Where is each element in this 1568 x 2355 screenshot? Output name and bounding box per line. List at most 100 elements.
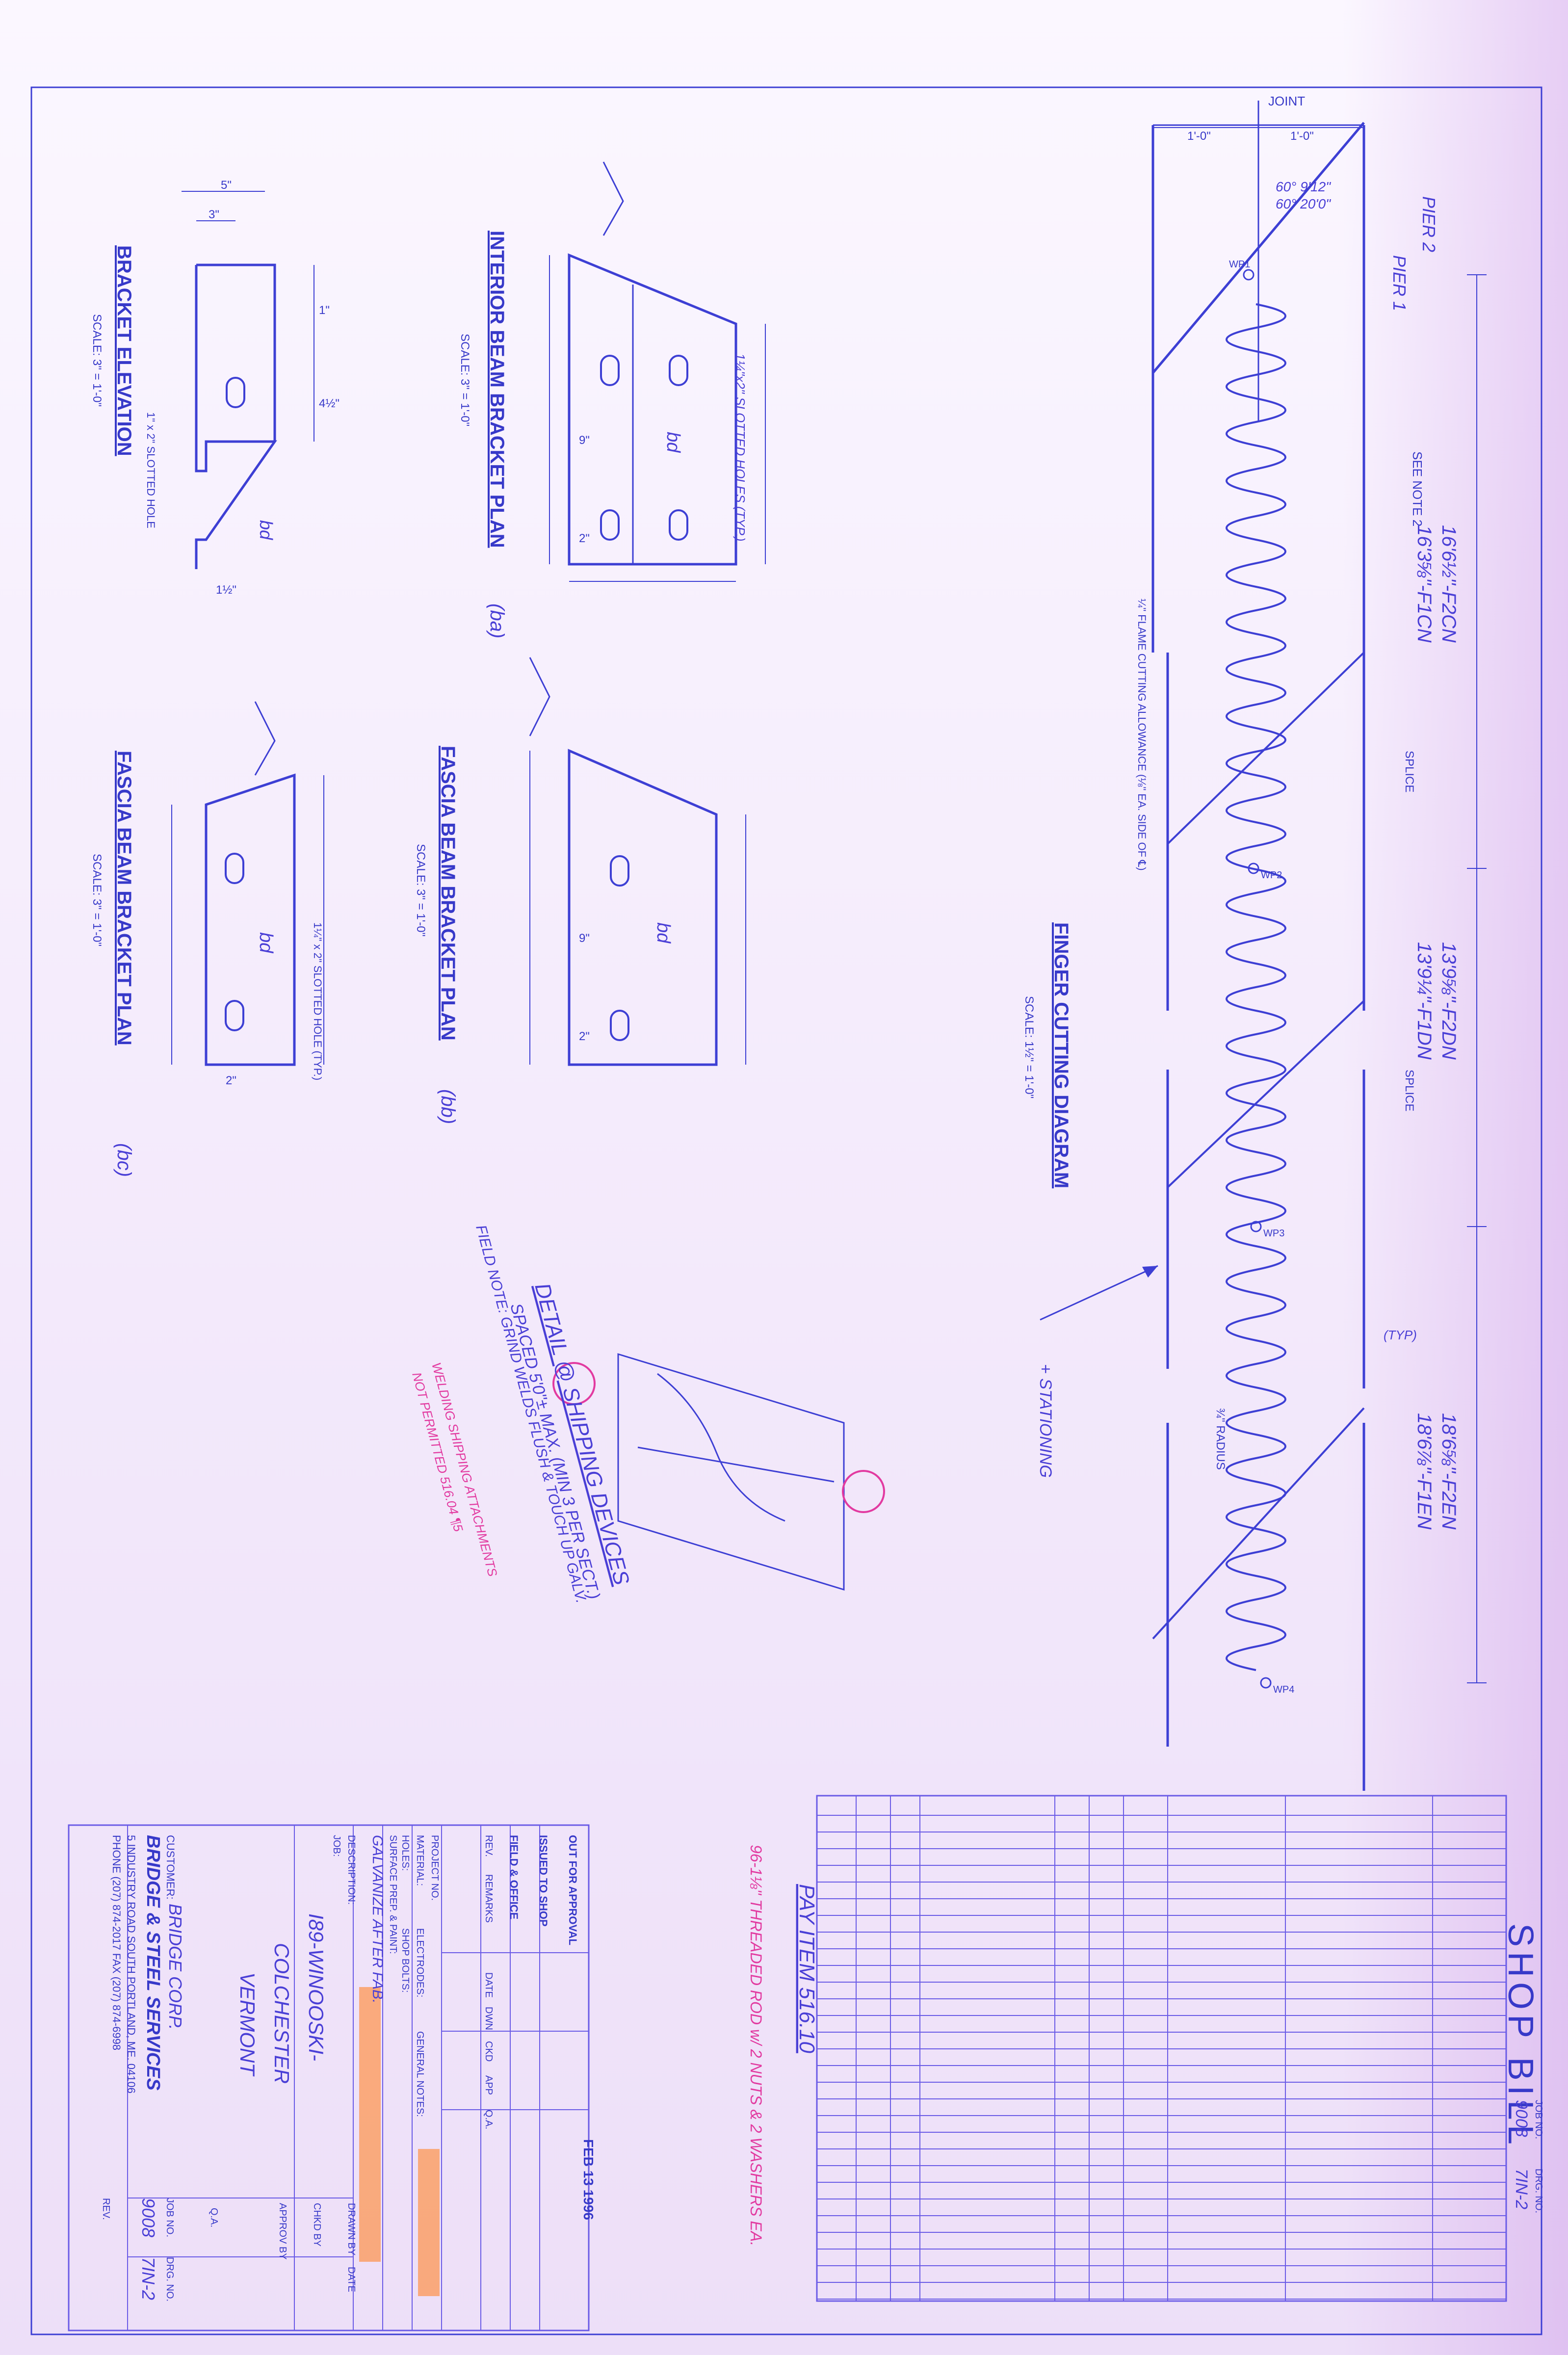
- block-job-no: 9008: [138, 2198, 158, 2237]
- red-callout-2: [842, 1470, 885, 1513]
- see-note-2: SEE NOTE 2: [1410, 451, 1425, 526]
- finger-cutting-scale: SCALE: 1½" = 1'-0": [1022, 996, 1036, 1099]
- surface-label: SURFACE PREP. & PAINT:: [388, 1835, 398, 1954]
- shop-bill-title: SHOP BILL: [1501, 1923, 1540, 2149]
- description-highlight: [359, 1987, 381, 2262]
- radius-label: ¾" RADIUS: [1214, 1408, 1227, 1470]
- corner-title: JOB NO. 9008 DRG. NO. 7IN-2: [1512, 2100, 1544, 2213]
- customer-label: CUSTOMER:: [164, 1835, 177, 1900]
- rev-header-app: APP: [483, 2075, 494, 2095]
- rev-header-dwn: DWN: [483, 2007, 494, 2030]
- interior-bracket-tag: (ba): [486, 603, 508, 638]
- pier-1-label: PIER 1: [1389, 255, 1410, 311]
- company-name: BRIDGE & STEEL SERVICES: [143, 1835, 163, 2091]
- interior-bracket-title: INTERIOR BEAM BRACKET PLAN: [486, 231, 508, 548]
- shop-bolts-label: SHOP BOLTS:: [400, 1928, 411, 1993]
- angle-pier2: 60° 9'12": [1276, 179, 1331, 194]
- corner-drg-label: DRG. NO.: [1533, 2169, 1544, 2213]
- bracket-dim-1: 1": [319, 304, 330, 317]
- fascia-bc-mark: bd: [256, 932, 276, 954]
- project-no-label: PROJECT NO.: [429, 1835, 440, 1901]
- project-highlight: [418, 2149, 440, 2296]
- fascia-bc-hole-note: 1¼" x 2" SLOTTED HOLE (TYP.): [312, 922, 324, 1080]
- seg2-length: 13'9⅝"-F2DN: [1438, 942, 1460, 1060]
- material-label: MATERIAL:: [415, 1835, 425, 1886]
- fascia-bb-tag: (bb): [437, 1089, 459, 1124]
- paper-discoloration: [1342, 0, 1568, 2355]
- splice-label-2: SPLICE: [1403, 1070, 1416, 1111]
- fascia-bb-dim-9: 9": [579, 932, 590, 945]
- interior-bracket-view: INTERIOR BEAM BRACKET PLAN (ba) SCALE: 3…: [458, 161, 766, 638]
- seg3-length-b: 18'6⅞"-F1EN: [1413, 1413, 1435, 1530]
- approv-by-label: APPROV BY: [277, 2203, 288, 2260]
- chkd-by-label: CHKD BY: [312, 2203, 322, 2247]
- interior-mark-bd: bd: [663, 432, 683, 453]
- rev-header-rev: REV.: [483, 1835, 494, 1857]
- issued-to-shop: ISSUED TO SHOP: [537, 1835, 549, 1927]
- interior-dim-9: 9": [579, 434, 590, 447]
- block-rev-label: REV.: [101, 2198, 111, 2220]
- wp4-label: WP4: [1273, 1684, 1294, 1695]
- general-notes-label: GENERAL NOTES:: [415, 2031, 425, 2117]
- field-office: FIELD & OFFICE: [508, 1835, 520, 1919]
- fascia-bb-mark: bd: [653, 922, 674, 944]
- fascia-bc-title: FASCIA BEAM BRACKET PLAN: [113, 751, 135, 1046]
- electrodes-label: ELECTRODES:: [415, 1928, 425, 1997]
- description-label: DESCRIPTION:: [346, 1835, 357, 1905]
- wp2-label: WP2: [1261, 870, 1282, 881]
- bracket-mark-bd: bd: [256, 520, 276, 540]
- fascia-bb-dim-2: 2": [579, 1030, 590, 1043]
- wp3-label: WP3: [1263, 1228, 1284, 1239]
- interior-bracket-scale: SCALE: 3" = 1'-0": [458, 334, 471, 426]
- angle-pier1: 60° 20'0": [1276, 196, 1331, 211]
- customer-name: BRIDGE CORP.: [165, 1904, 185, 2030]
- fascia-bc-tag: (bc): [113, 1143, 135, 1177]
- wp1-label: WP1: [1229, 259, 1250, 270]
- bracket-elevation-title: BRACKET ELEVATION: [113, 245, 135, 456]
- interior-hole-note: 1¼"x2" SLOTTED HOLES (TYP.): [733, 353, 748, 542]
- stationing-label: + STATIONING: [1036, 1364, 1055, 1478]
- seg2-length-b: 13'9¼"-F1DN: [1413, 942, 1435, 1060]
- rev-header-date: DATE: [483, 1972, 494, 1998]
- bracket-elevation-scale: SCALE: 3" = 1'-0": [90, 314, 104, 407]
- bracket-elevation-view: BRACKET ELEVATION SCALE: 3" = 1'-0" 1" x…: [90, 179, 340, 597]
- fascia-bb-title: FASCIA BEAM BRACKET PLAN: [437, 746, 459, 1041]
- out-for-approval: OUT FOR APPROVAL: [567, 1835, 579, 1945]
- threaded-rod-note: 96-1⅛" THREADED ROD w/ 2 NUTS & 2 WASHER…: [747, 1845, 765, 2246]
- typ-label: (TYP): [1384, 1328, 1417, 1342]
- joint-label: JOINT: [1268, 94, 1305, 108]
- bracket-dim-4half: 4½": [319, 397, 340, 410]
- bracket-dim-1half: 1½": [216, 583, 236, 597]
- rev-header-remarks: REMARKS: [483, 1874, 494, 1923]
- bracket-elevation-hole-note: 1" x 2" SLOTTED HOLE: [145, 412, 157, 528]
- qa-label: Q.A.: [209, 2208, 219, 2227]
- bracket-dim-3: 3": [209, 208, 219, 221]
- date-label: DATE: [346, 2267, 357, 2292]
- drawn-by-label: DRAWN BY: [346, 2203, 357, 2255]
- corner-job-no: 9008: [1512, 2100, 1531, 2137]
- title-block: OUT FOR APPROVAL ISSUED TO SHOP FIELD & …: [68, 1824, 596, 2331]
- fascia-bracket-bb-view: FASCIA BEAM BRACKET PLAN (bb) SCALE: 3" …: [414, 657, 746, 1124]
- block-job-label: JOB NO.: [164, 2198, 175, 2237]
- seg1-length-b: 16'3⅝"-F1CN: [1413, 525, 1435, 643]
- pier-2-label: PIER 2: [1419, 196, 1439, 252]
- job-line-1: I89-WINOOSKI-: [305, 1913, 328, 2061]
- dim-left: 1'-0": [1187, 130, 1211, 143]
- slotted-hole: [600, 355, 688, 541]
- company-phone: PHONE (207) 874-2017 FAX (207) 874-6998: [110, 1835, 123, 2050]
- fascia-bb-scale: SCALE: 3" = 1'-0": [414, 844, 427, 937]
- job-line-2: COLCHESTER: [270, 1943, 293, 2084]
- corner-job-label: JOB NO.: [1533, 2100, 1544, 2139]
- shipping-detail-view: DETAIL @ SHIPPING DEVICES SPACED 5'0"± M…: [409, 1223, 885, 1605]
- received-stamp: FEB 13 1996: [581, 2139, 596, 2220]
- block-drg-label: DRG. NO.: [164, 2257, 175, 2302]
- rev-header-ckd: CKD: [483, 2041, 494, 2062]
- finger-cutting-title: FINGER CUTTING DIAGRAM: [1050, 922, 1072, 1188]
- shop-bill-table: SHOP BILL PAY ITEM 516.10 96-1⅛" THREADE…: [747, 1795, 1540, 2302]
- corner-drg-no: 7IN-2: [1512, 2169, 1531, 2209]
- red-callout-1: [552, 1362, 596, 1405]
- finger-cutting-diagram: FINGER CUTTING DIAGRAM SCALE: 1½" = 1'-0…: [1022, 94, 1487, 1791]
- fascia-bracket-bc-view: FASCIA BEAM BRACKET PLAN (bc) SCALE: 3" …: [90, 701, 324, 1177]
- company-address: 5 INDUSTRY ROAD SOUTH PORTLAND, ME. 0410…: [125, 1835, 137, 2093]
- galvanize-note: GALVANIZE AFTER FAB.: [369, 1835, 386, 2003]
